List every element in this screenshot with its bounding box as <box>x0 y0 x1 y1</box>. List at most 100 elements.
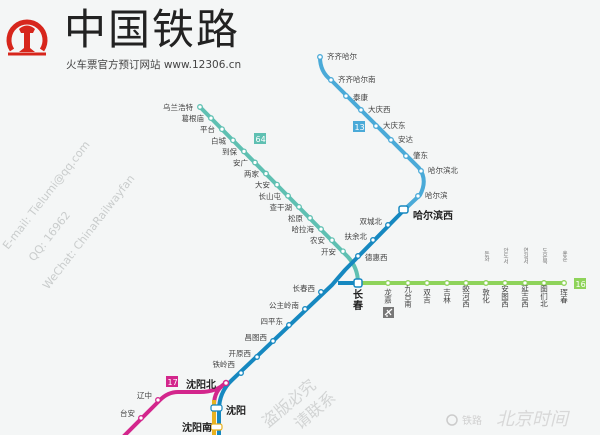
station-marker <box>355 253 361 259</box>
station-label[interactable]: 敦化 <box>481 287 490 305</box>
station-marker <box>238 370 244 376</box>
line-16-badge: 16 <box>574 278 586 289</box>
station-label[interactable]: 公主岭南 <box>269 300 299 310</box>
station-label[interactable]: 龙嘉 <box>383 287 392 305</box>
svg-text:铁路: 铁路 <box>462 414 482 427</box>
station-marker <box>340 248 346 255</box>
station-label[interactable]: 延吉西 <box>520 283 529 308</box>
watermark: E-mail: Tielumi@qq.com QQ: 16962 WeChat:… <box>0 139 339 434</box>
station-marker <box>403 153 409 159</box>
station-label[interactable]: 长春西 <box>293 283 316 293</box>
svg-text:北京时间: 北京时间 <box>496 409 570 430</box>
station-marker <box>219 126 225 133</box>
station-marker <box>502 280 508 286</box>
station-label[interactable]: 安达 <box>398 134 413 144</box>
station-label[interactable]: 松原 <box>288 213 303 223</box>
station-label[interactable]: 台安 <box>120 408 135 418</box>
station-marker <box>138 415 144 421</box>
station-marker <box>197 104 203 110</box>
station-marker <box>522 280 528 286</box>
station-korean-label: 도문북 <box>541 248 548 266</box>
station-marker <box>317 54 323 60</box>
station-label[interactable]: 大庆西 <box>368 104 391 114</box>
station-changchun-1[interactable]: 长 <box>353 288 364 301</box>
station-label[interactable]: 九台南 <box>403 284 412 307</box>
station-changchun-2[interactable]: 春 <box>353 299 363 312</box>
station-label[interactable]: 铁岭西 <box>213 359 236 369</box>
station-label[interactable]: 齐齐哈尔 <box>327 51 357 61</box>
station-label[interactable]: 扶余北 <box>345 231 368 241</box>
station-label[interactable]: 白城 <box>211 135 226 145</box>
station-shenyang-north[interactable]: 沈阳北 <box>186 378 216 391</box>
station-label[interactable]: 大庆东 <box>383 120 406 130</box>
china-railway-logo <box>6 19 48 56</box>
station-marker <box>418 168 424 174</box>
station-marker <box>388 137 394 143</box>
station-label[interactable]: 蛟河西 <box>461 283 470 308</box>
station-marker <box>307 215 313 221</box>
station-marker <box>230 137 236 144</box>
station-label[interactable]: 葛根庙 <box>182 113 205 123</box>
station-harbin-west[interactable]: 哈尔滨西 <box>413 209 453 222</box>
airport-icon <box>383 307 394 318</box>
station-label[interactable]: 乌兰浩特 <box>163 102 193 112</box>
station-label[interactable]: 两家 <box>244 169 259 179</box>
station-label[interactable]: 吉林 <box>442 288 451 305</box>
station-label[interactable]: 平台 <box>200 124 215 134</box>
station-marker <box>405 280 411 286</box>
page-subtitle: 火车票官方预订网站 www.12306.cn <box>66 59 242 71</box>
station-label[interactable]: 辽中 <box>137 390 152 400</box>
station-marker <box>385 280 391 286</box>
station-label[interactable]: 开安 <box>321 246 336 256</box>
station-label[interactable]: 珲春 <box>559 288 568 304</box>
hub-markers <box>210 205 409 431</box>
station-marker <box>302 306 308 312</box>
station-label[interactable]: 肇东 <box>413 150 428 160</box>
station-label[interactable]: 哈拉海 <box>292 224 315 234</box>
station-label[interactable]: 哈尔滨 <box>425 190 448 200</box>
line-17-badge: 17 <box>166 376 178 387</box>
station-marker <box>358 107 364 113</box>
station-shenyang[interactable]: 沈阳 <box>226 404 246 417</box>
station-label[interactable]: 查干湖 <box>270 202 293 212</box>
station-label[interactable]: 泰康 <box>353 92 368 102</box>
station-marker <box>270 338 276 344</box>
station-shenyang-south[interactable]: 沈阳南 <box>182 421 212 434</box>
station-label[interactable]: 大安 <box>255 180 270 190</box>
station-label[interactable]: 双吉 <box>422 288 431 305</box>
station-korean-label: 안도서 <box>502 248 509 266</box>
station-marker <box>370 237 376 243</box>
station-label[interactable]: 四平东 <box>261 316 284 326</box>
station-label[interactable]: 到保 <box>222 147 237 156</box>
station-marker <box>415 193 421 199</box>
station-label[interactable]: 双城北 <box>360 217 383 226</box>
station-label[interactable]: 安图西 <box>500 283 509 308</box>
station-label[interactable]: 安广 <box>233 158 248 168</box>
station-marker <box>329 237 335 244</box>
line-13-track <box>318 56 426 212</box>
line-13-badge: 13 <box>353 121 365 132</box>
svg-text:16: 16 <box>576 280 586 289</box>
station-label[interactable]: 农安 <box>310 235 325 245</box>
station-marker <box>155 397 161 403</box>
station-label[interactable]: 开原西 <box>229 349 252 358</box>
station-marker <box>343 93 349 99</box>
station-label[interactable]: 图们北 <box>539 284 548 308</box>
station-label[interactable]: 德惠西 <box>365 252 388 262</box>
station-marker <box>328 77 334 83</box>
station-korean-label: 훈춘 <box>561 249 568 262</box>
station-marker <box>274 181 280 188</box>
line-64-badge: 64 <box>254 133 266 144</box>
station-label[interactable]: 昌图西 <box>245 333 268 342</box>
station-marker <box>263 170 269 177</box>
weibo-watermark: 铁路 北京时间 <box>446 409 570 430</box>
station-marker <box>424 280 430 286</box>
station-label[interactable]: 哈尔滨北 <box>428 165 458 175</box>
station-label[interactable]: 长山屯 <box>259 191 282 201</box>
station-marker <box>541 280 547 286</box>
station-label[interactable]: 齐齐哈尔南 <box>338 74 376 84</box>
station-marker <box>241 148 247 155</box>
station-marker <box>561 280 567 286</box>
